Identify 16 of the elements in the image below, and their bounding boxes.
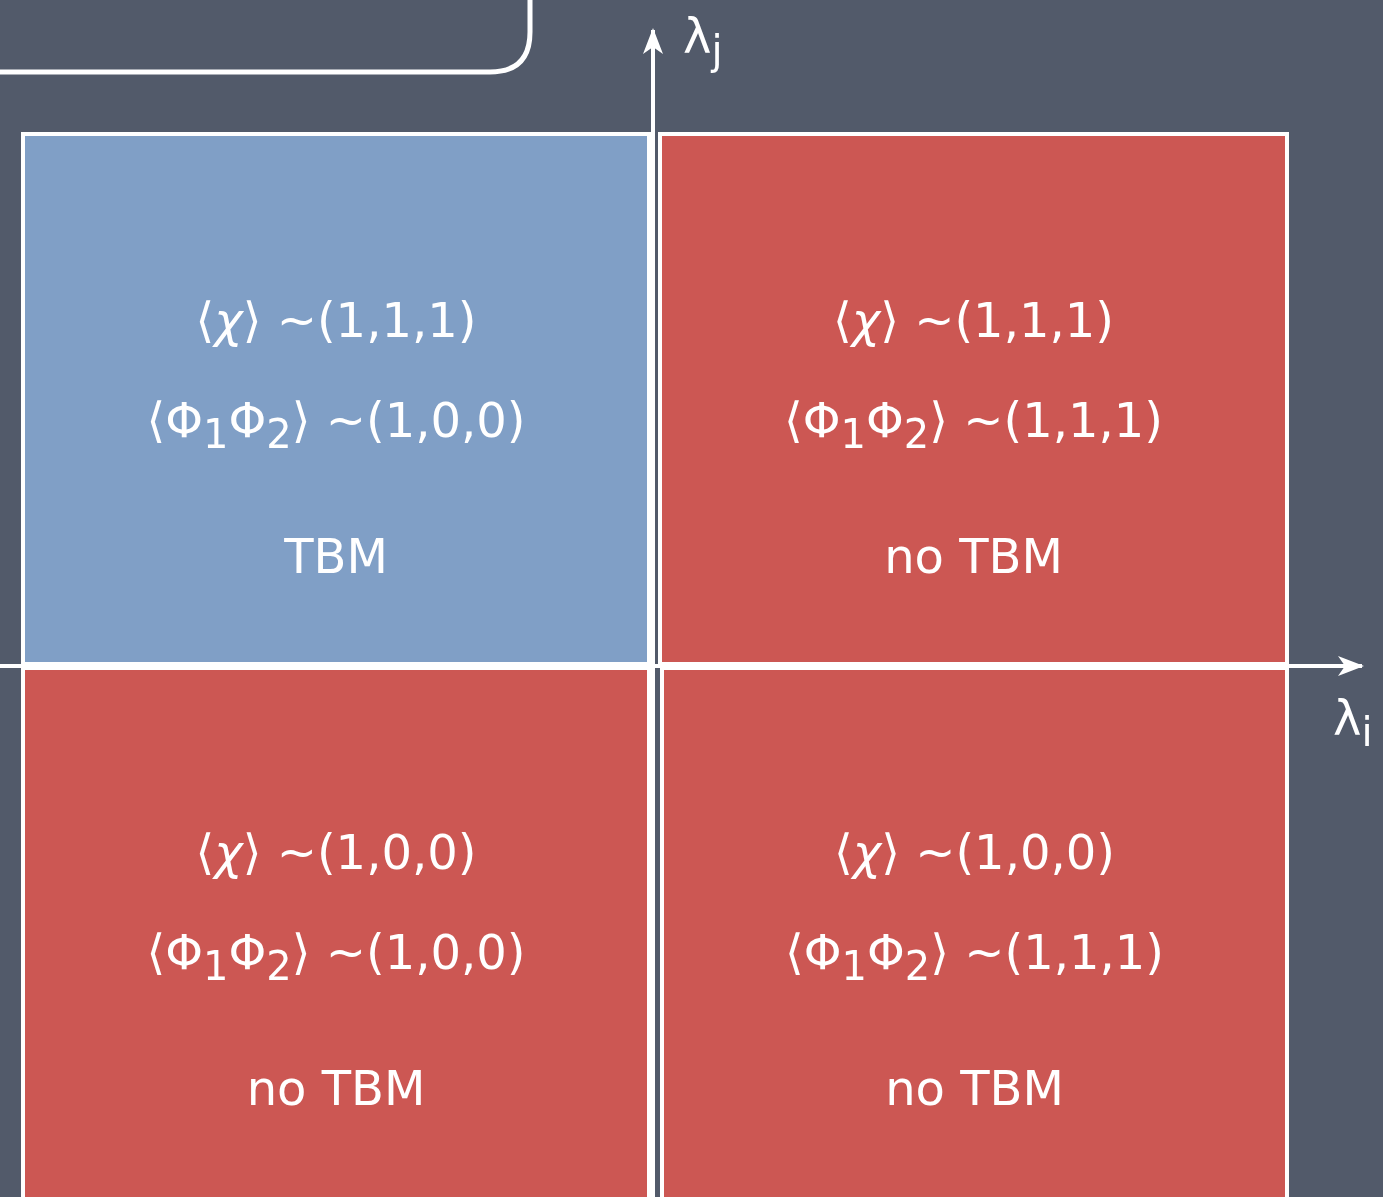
result-text: no TBM — [885, 1060, 1064, 1116]
quadrant-panel — [660, 666, 1289, 1197]
condition-text: ⟨χ⟩ ~(1,1,1) — [195, 292, 477, 348]
condition-text: ⟨Φ$_{1}$Φ$_{2}$⟩ ~(1,1,1) — [784, 392, 1163, 457]
result-text: TBM — [284, 528, 388, 584]
result-text: no TBM — [246, 1060, 426, 1116]
condition-text: ⟨Φ$_{1}$Φ$_{2}$⟩ ~(1,0,0) — [146, 392, 526, 457]
condition-text: ⟨χ⟩ ~(1,0,0) — [834, 824, 1115, 880]
condition-text: ⟨Φ$_{1}$Φ$_{2}$⟩ ~(1,0,0) — [146, 924, 526, 989]
axis-label: λ$_{i}$ — [1333, 690, 1373, 755]
condition-text: ⟨χ⟩ ~(1,1,1) — [833, 292, 1114, 348]
condition-text: ⟨Φ$_{1}$Φ$_{2}$⟩ ~(1,1,1) — [785, 924, 1164, 989]
axis-label: λ$_{j}$ — [683, 8, 723, 73]
quadrant-panel — [658, 132, 1289, 666]
result-text: no TBM — [884, 528, 1063, 584]
condition-text: ⟨χ⟩ ~(1,0,0) — [195, 824, 477, 880]
